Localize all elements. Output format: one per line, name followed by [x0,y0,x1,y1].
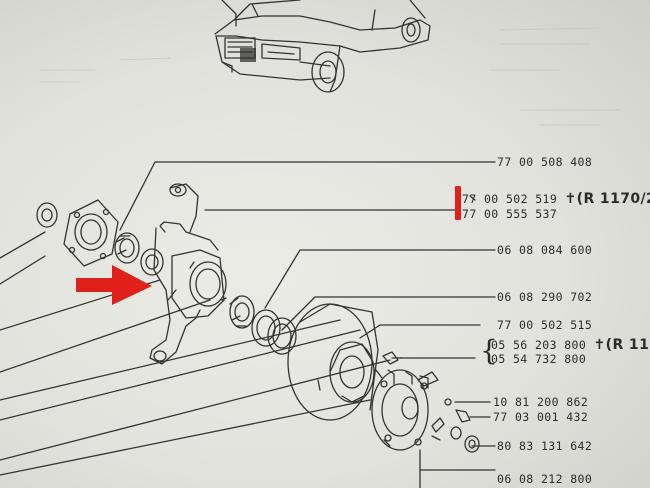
part-number-05-54-732-800: 05 54 732 800 [491,352,587,366]
red-arrow-icon [76,265,152,305]
part-number-77-03-001-432: 77 03 001 432 [493,410,589,424]
dagger-mark: ✝(R 1170/2 [564,191,650,207]
part-number-77-00-555-537: 77 00 555 537 [462,207,558,221]
brace-symbol: { [480,334,498,367]
part-number-80-83-131-642: 80 83 131 642 [497,439,593,453]
red-highlight-bar [455,186,461,220]
part-number-06-08-290-702: 06 08 290 702 [497,290,593,304]
part-number-06-08-084-600: 06 08 084 600 [497,243,593,257]
part-number-10-81-200-862: 10 81 200 862 [493,395,589,409]
part-number-05-56-203-800: 05 56 203 800 ✝(R 11 [491,337,650,353]
part-number-77-00-502-519: 77 00 502 519 ✝(R 1170/2 [462,191,650,207]
part-number-06-08-212-800: 06 08 212 800 [497,472,593,486]
dagger-mark: ✝(R 11 [593,337,650,353]
part-number-77-00-508-408: 77 00 508 408 [497,155,593,169]
car-sketch-icon [214,0,431,93]
part-number-77-00-502-515: 77 00 502 515 [497,318,593,332]
